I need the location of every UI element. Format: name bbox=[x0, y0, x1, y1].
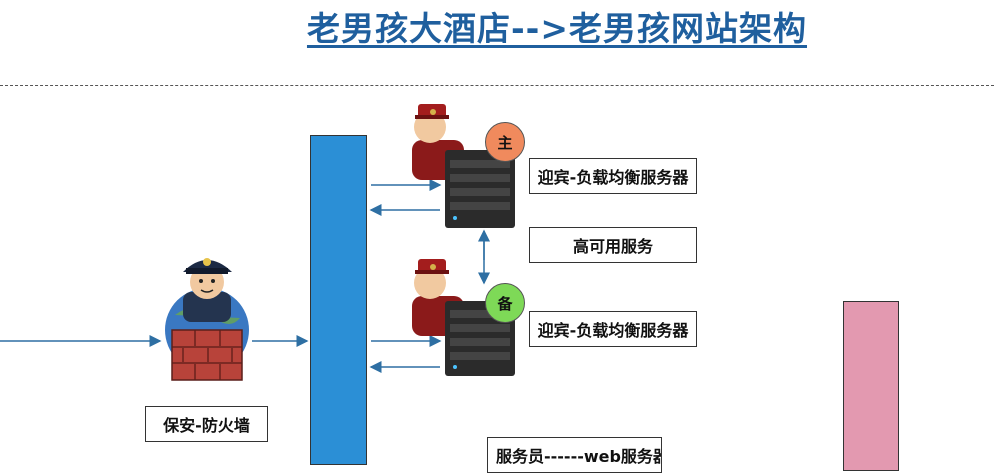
web-server-label: 服务员------web服务器01 bbox=[487, 437, 662, 473]
bellhop-server-icon bbox=[0, 0, 994, 452]
backup-badge: 备 bbox=[485, 283, 525, 323]
primary-badge: 主 bbox=[485, 122, 525, 162]
backup-load-balancer-label: 迎宾-负载均衡服务器 bbox=[529, 311, 697, 347]
high-availability-label: 高可用服务 bbox=[529, 227, 697, 263]
firewall-label: 保安-防火墙 bbox=[145, 406, 268, 442]
primary-load-balancer-label: 迎宾-负载均衡服务器 bbox=[529, 158, 697, 194]
